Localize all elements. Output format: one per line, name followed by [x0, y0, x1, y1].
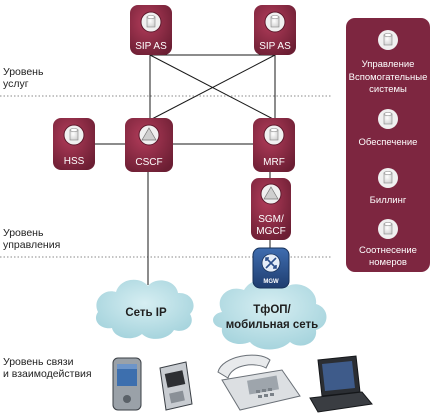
hss-label: HSS — [64, 156, 85, 167]
management-label: Управление — [362, 59, 415, 70]
sip-as-left-node[interactable]: SIP AS — [130, 5, 172, 55]
database-icon — [383, 33, 393, 46]
database-icon — [383, 112, 393, 125]
sip-as-left-label: SIP AS — [135, 41, 167, 52]
cscf-node[interactable]: CSCF — [125, 118, 173, 172]
sgm-mgcf-node[interactable]: SGM/ MGCF — [251, 178, 291, 240]
management-item[interactable]: Управление — [362, 30, 415, 70]
sgm-label-line1: SGM/ — [258, 214, 284, 225]
sip-as-right-node[interactable]: SIP AS — [254, 5, 296, 55]
database-icon — [69, 128, 79, 141]
database-icon — [146, 15, 156, 28]
transport-level-label: Уровень связи и взаимодействия — [3, 356, 92, 380]
sip-as-right-label: SIP AS — [259, 41, 291, 52]
sgm-label-line2: MGCF — [256, 226, 285, 237]
laptop[interactable] — [309, 355, 373, 413]
numbering-label-line2: номеров — [369, 257, 407, 268]
billing-label: Биллинг — [370, 195, 407, 206]
services-level-label: Уровень услуг — [3, 66, 44, 90]
control-level-label: Уровень управления — [3, 227, 61, 251]
mgw-node[interactable]: MGW — [252, 247, 290, 289]
cscf-label: CSCF — [135, 157, 162, 168]
desk-phone[interactable] — [217, 354, 301, 411]
triangle-icon — [263, 186, 279, 200]
database-icon — [269, 128, 279, 141]
pstn-label-line1: ТфОП/ — [253, 304, 291, 316]
pda-device[interactable] — [112, 357, 142, 411]
mrf-label: MRF — [263, 157, 285, 168]
provisioning-item[interactable]: Обеспечение — [359, 109, 418, 148]
gateway-arrows-icon — [265, 257, 277, 269]
numbering-label-line1: Соотнесение — [359, 245, 417, 256]
auxiliary-label-line1: Вспомогательные — [349, 72, 428, 83]
billing-item[interactable]: Биллинг — [370, 168, 407, 206]
hss-node[interactable]: HSS — [53, 118, 95, 170]
mgw-label: MGW — [263, 279, 279, 285]
mobile-phone[interactable] — [159, 361, 193, 411]
number-mapping-item[interactable]: Соотнесение номеров — [359, 219, 417, 268]
support-systems-panel: Управление Вспомогательные системы Обесп… — [346, 18, 430, 272]
database-icon — [383, 171, 393, 184]
provisioning-label: Обеспечение — [359, 137, 418, 148]
ip-network-label: Сеть IP — [125, 307, 167, 319]
pstn-label-line2: мобильная сеть — [226, 319, 319, 331]
auxiliary-label-line2: системы — [369, 84, 407, 95]
database-icon — [383, 222, 393, 235]
ip-network-cloud[interactable]: Сеть IP — [95, 279, 194, 339]
pstn-mobile-cloud[interactable]: ТфОП/ мобильная сеть — [213, 278, 327, 350]
triangle-icon — [141, 127, 157, 141]
mrf-node[interactable]: MRF — [253, 118, 295, 172]
database-icon — [270, 15, 280, 28]
connection-lines — [95, 54, 276, 285]
